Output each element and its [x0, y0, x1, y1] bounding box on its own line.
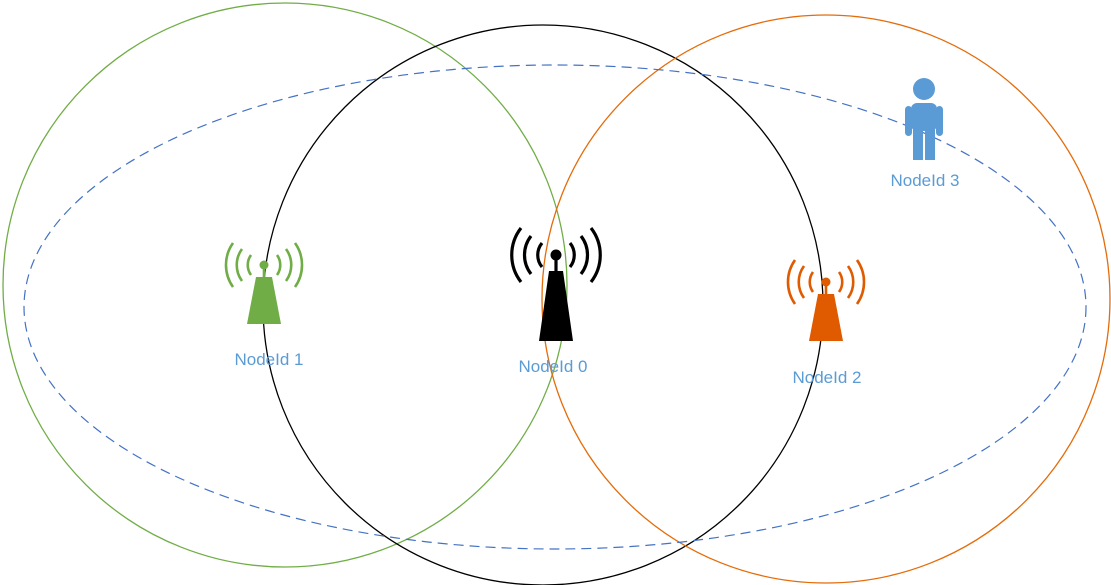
- node-label-2: NodeId 2: [793, 368, 862, 387]
- node-label-1: NodeId 1: [235, 350, 304, 369]
- coverage-circle-node0: [262, 24, 824, 585]
- coverage-ellipse-dashed: [23, 64, 1087, 550]
- antenna-tower-icon: [224, 242, 304, 324]
- node-label-0: NodeId 0: [519, 357, 588, 376]
- antenna-tower-icon: [510, 227, 602, 341]
- antenna-tower-icon: [786, 259, 866, 341]
- coverage-circle-node1: [2, 2, 568, 568]
- coverage-circle-node2: [541, 14, 1111, 584]
- person-icon: [905, 78, 943, 160]
- node-label-3: NodeId 3: [891, 171, 960, 190]
